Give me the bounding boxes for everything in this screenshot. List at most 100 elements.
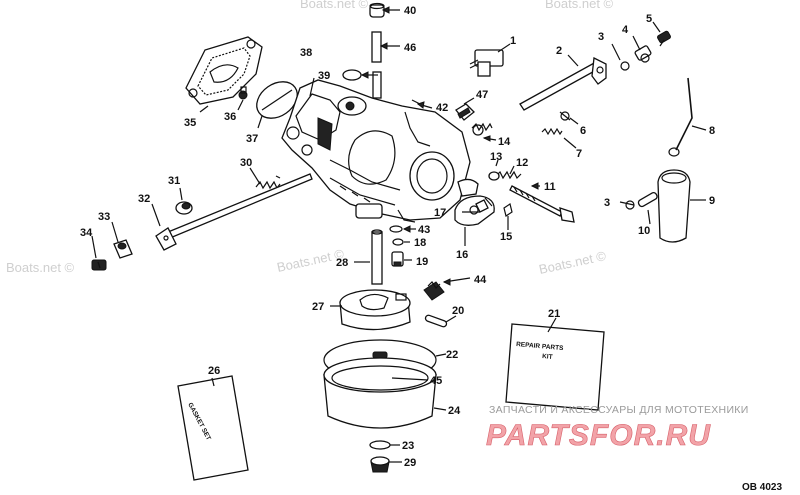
repair-kit-text-1: REPAIR PARTS (516, 341, 565, 352)
part-1-inlet-fitting (469, 49, 504, 77)
part-28-main-nozzle (371, 229, 383, 285)
callout-42: 42 (436, 102, 448, 114)
part-39-welch-plug (342, 69, 362, 81)
diagram-code: OB 4023 (742, 482, 782, 493)
callout-28: 28 (336, 257, 348, 269)
callout-29: 29 (404, 457, 416, 469)
part-31-sleeve (175, 201, 193, 215)
part-26-gasket-set-card: GASKET SET (177, 375, 249, 481)
callout-9: 9 (709, 195, 715, 207)
callout-17: 17 (434, 207, 446, 219)
callout-numbers: 40 46 39 38 42 47 14 1 2 3 4 5 6 7 8 9 3… (80, 5, 715, 469)
callout-18: 18 (414, 237, 426, 249)
part-29-drain-plug (370, 456, 390, 473)
part-23-gasket (369, 440, 391, 450)
callout-19: 19 (416, 256, 428, 268)
callout-4: 4 (622, 24, 629, 36)
part-20-pin (424, 314, 448, 328)
part-3-ring-upper (620, 61, 630, 71)
part-34-screw (91, 259, 107, 271)
callout-38: 38 (300, 47, 312, 59)
part-2-choke-shaft (519, 57, 607, 111)
part-16-throttle-lever (454, 195, 495, 226)
banner-brand: PARTSFOR.RU (486, 419, 711, 452)
part-44-clip (423, 281, 445, 301)
part-lever-bracket (457, 178, 479, 197)
callout-11: 11 (544, 181, 556, 193)
part-38-carburetor-body (281, 79, 471, 223)
callout-2: 2 (556, 45, 562, 57)
callout-1: 1 (510, 35, 516, 47)
callout-16: 16 (456, 249, 468, 261)
part-18-washer (392, 238, 404, 246)
callout-20: 20 (452, 305, 464, 317)
callout-39: 39 (318, 70, 330, 82)
callout-21: 21 (548, 308, 560, 320)
watermark-right: Boats.net © (538, 248, 608, 277)
leader-lines (91, 6, 707, 463)
callout-7: 7 (576, 148, 582, 160)
callout-34: 34 (80, 227, 93, 239)
part-27-bowl-cover (339, 289, 411, 331)
callout-12: 12 (516, 157, 528, 169)
part-24-float-bowl (323, 357, 437, 429)
part-10-pin (637, 191, 658, 208)
part-30-spring (255, 175, 281, 190)
part-4-washer (634, 45, 652, 63)
callout-15: 15 (500, 231, 512, 243)
part-36-screw (238, 86, 248, 100)
part-46-tube (371, 31, 382, 99)
watermark-top-right: Boats.net © (545, 0, 614, 11)
callout-13: 13 (490, 151, 502, 163)
part-5-screw (657, 30, 671, 47)
parts-banner: ЗАПЧАСТИ И АКСЕССУАРЫ ДЛЯ МОТОТЕХНИКИ PA… (486, 404, 749, 452)
part-12-spring (495, 170, 522, 180)
callout-5: 5 (646, 13, 652, 25)
callout-35: 35 (184, 117, 196, 129)
part-11-screw (509, 185, 575, 223)
callout-8: 8 (709, 125, 715, 137)
callout-3-lower: 3 (604, 197, 610, 209)
part-6-spring-clip (559, 111, 571, 121)
callout-27: 27 (312, 301, 324, 313)
part-19-fitting (391, 251, 404, 267)
part-13-washer (488, 171, 500, 181)
callout-24: 24 (448, 405, 461, 417)
callout-45: 45 (430, 375, 442, 387)
callout-40: 40 (404, 5, 416, 17)
part-33-bushing (113, 239, 133, 259)
part-40-cap (369, 2, 385, 18)
part-47-bushing (455, 103, 475, 121)
callout-36: 36 (224, 111, 236, 123)
callout-43: 43 (418, 224, 430, 236)
part-14-spring (471, 122, 493, 136)
callout-14: 14 (498, 136, 511, 148)
watermark-top-center: Boats.net © (300, 0, 369, 11)
part-9-float (657, 169, 691, 243)
part-43-o-ring (389, 225, 403, 233)
callout-22: 22 (446, 349, 458, 361)
part-7-spring (541, 127, 563, 136)
repair-kit-text-2: KIT (542, 353, 553, 361)
part-35-flange-gasket (185, 36, 263, 105)
callout-6: 6 (580, 125, 586, 137)
watermark-left: Boats.net © (6, 260, 75, 275)
part-17-lever (475, 199, 489, 213)
callout-30: 30 (240, 157, 252, 169)
part-21-repair-kit-card: REPAIR PARTS KIT (505, 323, 605, 411)
part-15-clip (503, 203, 513, 217)
part-32-throttle-shaft (155, 173, 313, 251)
banner-tagline: ЗАПЧАСТИ И АКСЕССУАРЫ ДЛЯ МОТОТЕХНИКИ (489, 404, 749, 416)
callout-31: 31 (168, 175, 180, 187)
callout-26: 26 (208, 365, 220, 377)
callout-47: 47 (476, 89, 488, 101)
callout-10: 10 (638, 225, 650, 237)
callout-3-upper: 3 (598, 31, 604, 43)
callout-44: 44 (474, 274, 487, 286)
callout-37: 37 (246, 133, 258, 145)
part-37-throttle-plate (256, 81, 298, 119)
callout-32: 32 (138, 193, 150, 205)
callout-33: 33 (98, 211, 110, 223)
